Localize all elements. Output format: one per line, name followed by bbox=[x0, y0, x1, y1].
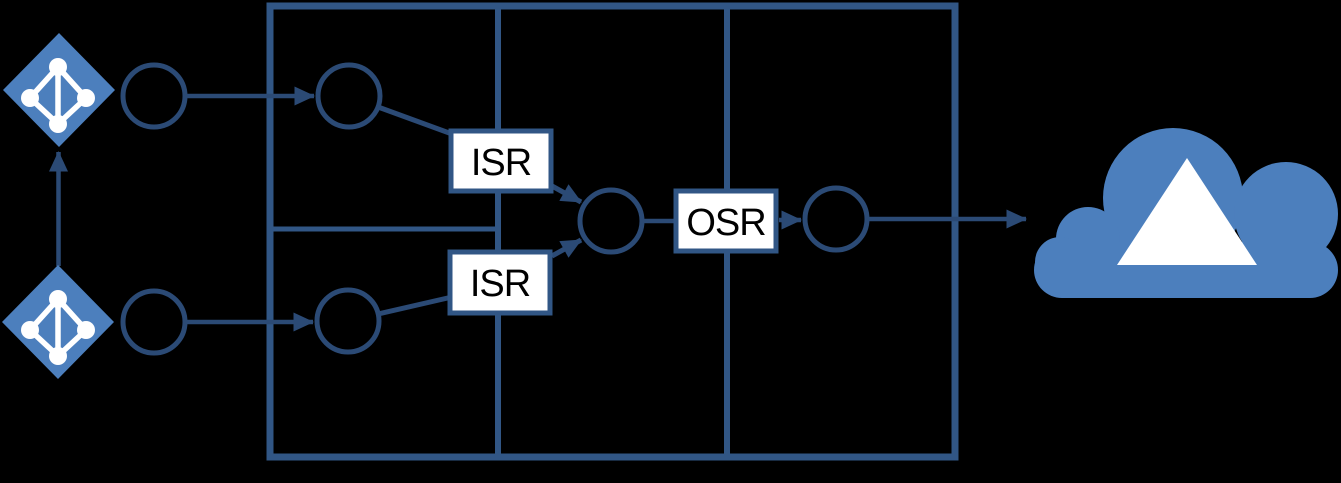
isr-bottom-box: ISR bbox=[447, 249, 553, 316]
line-bottom-connector-to-isr bbox=[377, 294, 453, 317]
outer-frame bbox=[266, 2, 959, 461]
directory-glyph-bottom bbox=[21, 290, 95, 365]
active-directory-icon bbox=[3, 33, 115, 147]
cloud-triangle-icon bbox=[1117, 158, 1257, 265]
circle-connector-top bbox=[315, 62, 383, 130]
arrow-isr-bottom-to-merge bbox=[550, 237, 583, 259]
circle-source-top bbox=[120, 62, 188, 130]
circle-connector-bottom bbox=[314, 287, 382, 355]
circle-merge bbox=[577, 187, 645, 255]
cloud-icon bbox=[1034, 128, 1338, 298]
isr-bottom-label: ISR bbox=[470, 263, 530, 305]
circle-source-bottom bbox=[120, 288, 188, 356]
isr-top-label: ISR bbox=[471, 142, 531, 184]
osr-box: OSR bbox=[673, 188, 779, 254]
directory-glyph-top bbox=[21, 58, 95, 133]
arrow-isr-top-to-merge bbox=[550, 183, 583, 205]
isr-top-box: ISR bbox=[448, 128, 554, 194]
active-directory-icon bbox=[2, 265, 114, 379]
line-top-connector-to-isr bbox=[377, 104, 453, 137]
osr-label: OSR bbox=[686, 202, 765, 244]
circle-output bbox=[802, 185, 870, 253]
